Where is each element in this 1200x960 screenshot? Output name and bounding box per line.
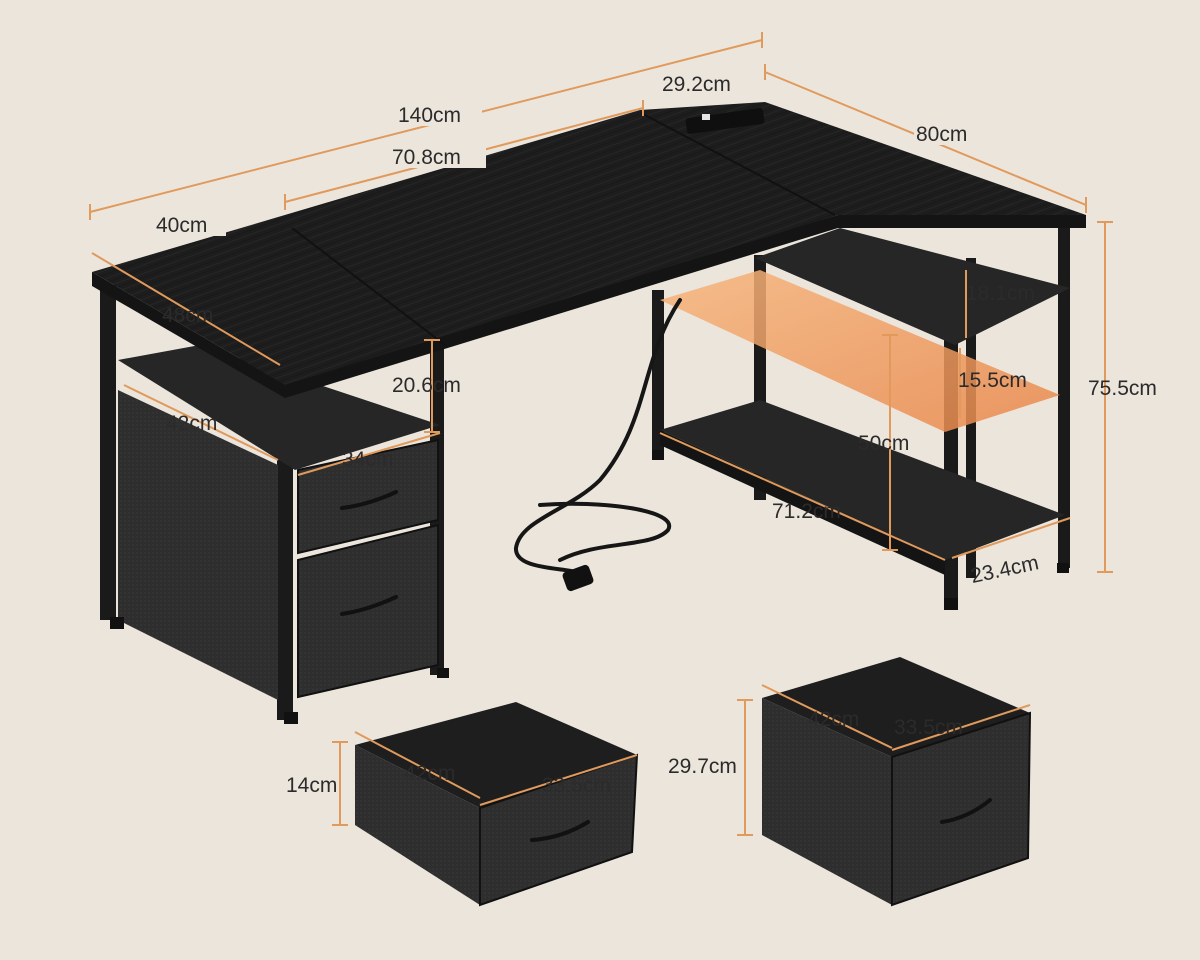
outlet-icon [702, 114, 710, 120]
dim-line-23-4 [951, 517, 1071, 559]
label-14: 14cm [286, 774, 337, 797]
label-29-2: 29.2cm [662, 73, 731, 96]
top-drawer-front [297, 438, 439, 555]
small-drawer-opening [355, 702, 637, 808]
bottom-shelf-edge [660, 430, 945, 575]
desktop-front-edge [92, 272, 285, 398]
open-cubby-shelf [118, 345, 440, 470]
right-back-leg [1058, 228, 1070, 568]
return-front-edge [838, 215, 1086, 228]
dim-line-48 [91, 252, 281, 366]
label-75-5: 75.5cm [1088, 377, 1157, 400]
front-left-leg [100, 285, 116, 620]
foot [284, 712, 298, 724]
large-drawer-front [891, 711, 1032, 907]
label-small-42: 42cm [404, 762, 455, 785]
label-23-4: 23.4cm [969, 551, 1041, 588]
bottom-shelf [660, 400, 1065, 560]
label-large-42: 42cm [808, 708, 859, 731]
label-42: 42cm [166, 412, 217, 435]
label-15-5: 15.5cm [958, 369, 1027, 392]
large-drawer-side [762, 698, 892, 905]
panel-seam-2 [642, 113, 836, 216]
top-small-shelf [755, 228, 1070, 345]
foot [110, 617, 124, 629]
foot [652, 450, 664, 460]
bottom-drawer-front [297, 523, 439, 699]
power-outlet-strip [685, 108, 765, 134]
label-40: 40cm [156, 214, 207, 237]
l-shaped-desk [92, 102, 1086, 724]
dim-line-42 [123, 384, 279, 461]
small-drawer-handle [530, 820, 590, 842]
label-50: 50cm [858, 432, 909, 455]
top-drawer-handle [340, 490, 398, 510]
dim-line-small-33-5 [479, 754, 638, 806]
small-fabric-drawer [355, 702, 639, 907]
label-18-1: 18.1cm [966, 282, 1035, 305]
desktop-long-edge [285, 215, 838, 398]
label-80: 80cm [916, 123, 967, 146]
label-140: 140cm [398, 104, 461, 127]
power-cable-loop [538, 501, 672, 562]
label-34: 34cm [342, 448, 393, 471]
foot [1057, 563, 1069, 573]
side-fabric-panel [118, 390, 278, 700]
large-drawer-opening [762, 657, 1030, 757]
large-drawer-handle [940, 798, 992, 824]
foot [944, 598, 958, 610]
foot [437, 668, 449, 678]
plug-icon [562, 564, 594, 592]
label-large-33-5: 33.5cm [894, 716, 963, 739]
dim-line-71-2 [659, 432, 946, 561]
label-70-8: 70.8cm [392, 146, 461, 169]
dim-line-small-42 [354, 731, 481, 799]
label-20-6: 20.6cm [392, 374, 461, 397]
small-drawer-side [355, 745, 480, 905]
large-fabric-drawer [762, 657, 1032, 907]
dim-line-large-33-5 [891, 704, 1031, 751]
label-71-2: 71.2cm [772, 500, 841, 523]
panel-seam [291, 227, 446, 346]
desktop-surface [92, 102, 1086, 385]
dim-line-large-42 [761, 684, 893, 749]
dimension-labels: 29.2cm 140cm 70.8cm 80cm 40cm 48cm 20.6c… [154, 72, 1157, 797]
label-29-7: 29.7cm [668, 755, 737, 778]
label-48: 48cm [162, 304, 213, 327]
bottom-drawer-handle [340, 595, 398, 616]
label-small-33-5: 33.5cm [542, 774, 611, 797]
dim-line-34 [297, 432, 441, 476]
